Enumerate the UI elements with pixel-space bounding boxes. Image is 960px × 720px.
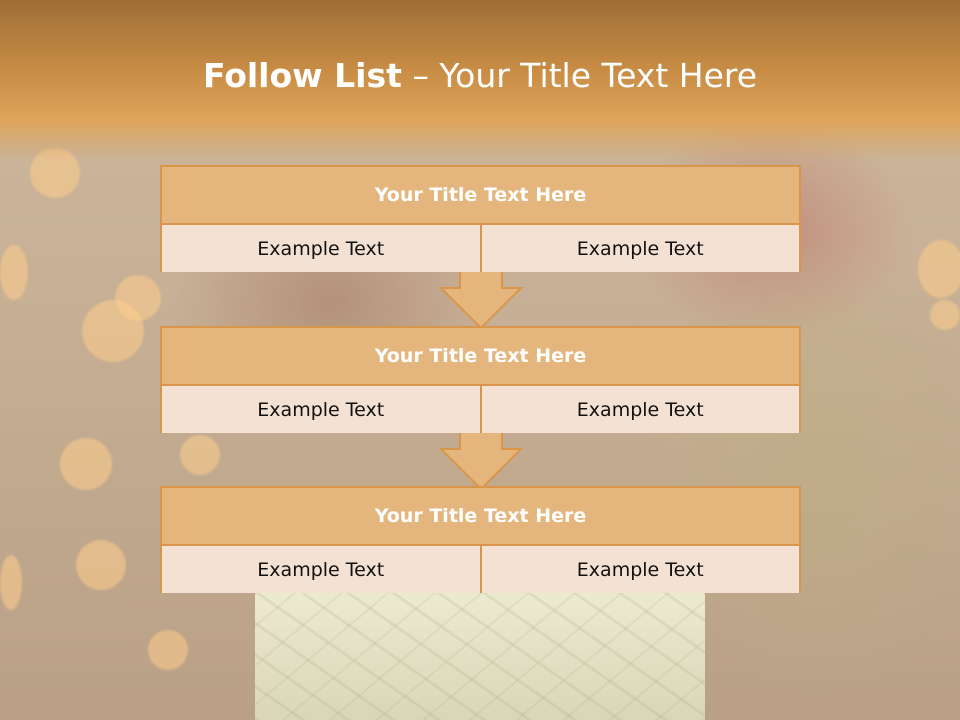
gift-box-graphic — [255, 590, 705, 720]
list-block: Your Title Text Here Example Text Exampl… — [160, 326, 801, 433]
slide-title-bold: Follow List — [202, 56, 402, 95]
bokeh-light — [0, 245, 28, 300]
bokeh-light — [930, 300, 960, 330]
slide-title: Follow List – Your Title Text Here — [0, 56, 960, 96]
title-bar — [0, 0, 960, 160]
bokeh-light — [0, 555, 22, 610]
bokeh-light — [918, 240, 960, 298]
list-block: Your Title Text Here Example Text Exampl… — [160, 165, 801, 272]
block-row: Example Text Example Text — [162, 225, 799, 272]
block-cell-right: Example Text — [479, 546, 799, 593]
bokeh-light — [115, 275, 161, 321]
block-cell-left: Example Text — [162, 225, 480, 272]
down-arrow-icon — [438, 431, 524, 491]
block-cell-right: Example Text — [479, 386, 799, 433]
bokeh-light — [60, 438, 112, 490]
bokeh-light — [148, 630, 188, 670]
slide-title-rest: – Your Title Text Here — [401, 56, 758, 95]
block-title: Your Title Text Here — [162, 167, 799, 225]
block-title: Your Title Text Here — [162, 488, 799, 546]
block-cell-left: Example Text — [162, 386, 480, 433]
bokeh-light — [76, 540, 126, 590]
block-title: Your Title Text Here — [162, 328, 799, 386]
block-row: Example Text Example Text — [162, 386, 799, 433]
down-arrow-icon — [438, 270, 524, 330]
bokeh-light — [180, 435, 220, 475]
list-block: Your Title Text Here Example Text Exampl… — [160, 486, 801, 593]
block-cell-right: Example Text — [479, 225, 799, 272]
block-cell-left: Example Text — [162, 546, 480, 593]
block-row: Example Text Example Text — [162, 546, 799, 593]
